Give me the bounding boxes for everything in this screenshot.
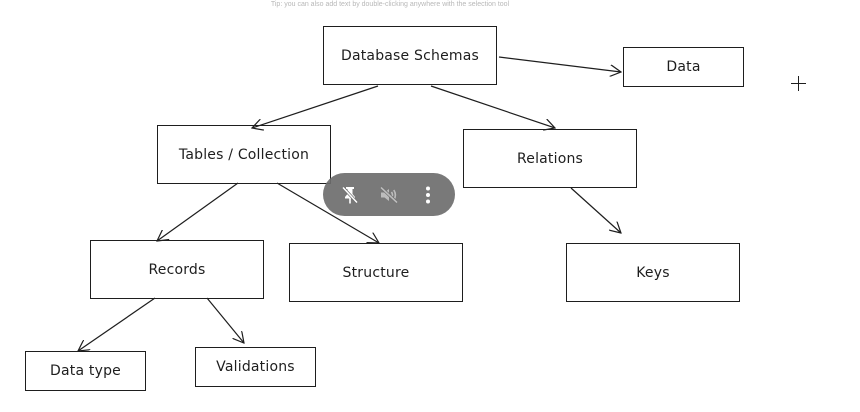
node-keys[interactable]: Keys (566, 243, 740, 302)
node-label: Structure (342, 264, 410, 281)
node-label: Relations (516, 150, 584, 167)
node-relations[interactable]: Relations (463, 129, 637, 188)
arrow-relations-to-keys[interactable] (570, 187, 621, 233)
arrow-tables-to-records[interactable] (157, 182, 239, 241)
node-label: Data type (50, 363, 121, 379)
arrow-schemas-to-data[interactable] (498, 56, 621, 72)
node-database-schemas[interactable]: Database Schemas (323, 26, 497, 85)
node-label: Validations (216, 359, 295, 375)
node-label: Data (666, 59, 701, 75)
floating-toolbar (323, 173, 455, 216)
arrow-schemas-to-tables[interactable] (252, 85, 379, 128)
node-data-type[interactable]: Data type (25, 351, 146, 391)
crosshair-cursor-icon (791, 76, 806, 91)
tip-text: Tip: you can also add text by double-cli… (270, 1, 510, 8)
arrow-schemas-to-relations[interactable] (430, 85, 555, 128)
node-label: Tables / Collection (178, 146, 310, 163)
node-label: Records (148, 261, 206, 278)
pin-off-icon[interactable] (335, 180, 365, 210)
arrow-tables-to-structure[interactable] (276, 182, 379, 243)
arrow-records-to-validations[interactable] (206, 297, 244, 343)
node-data[interactable]: Data (623, 47, 744, 87)
more-vertical-icon[interactable] (413, 180, 443, 210)
node-structure[interactable]: Structure (289, 243, 463, 302)
node-label: Keys (636, 264, 670, 281)
node-validations[interactable]: Validations (195, 347, 316, 387)
mute-off-icon[interactable] (374, 180, 404, 210)
node-tables-collection[interactable]: Tables / Collection (157, 125, 331, 184)
node-records[interactable]: Records (90, 240, 264, 299)
node-label: Database Schemas (340, 47, 480, 64)
arrow-records-to-data-type[interactable] (78, 297, 156, 351)
